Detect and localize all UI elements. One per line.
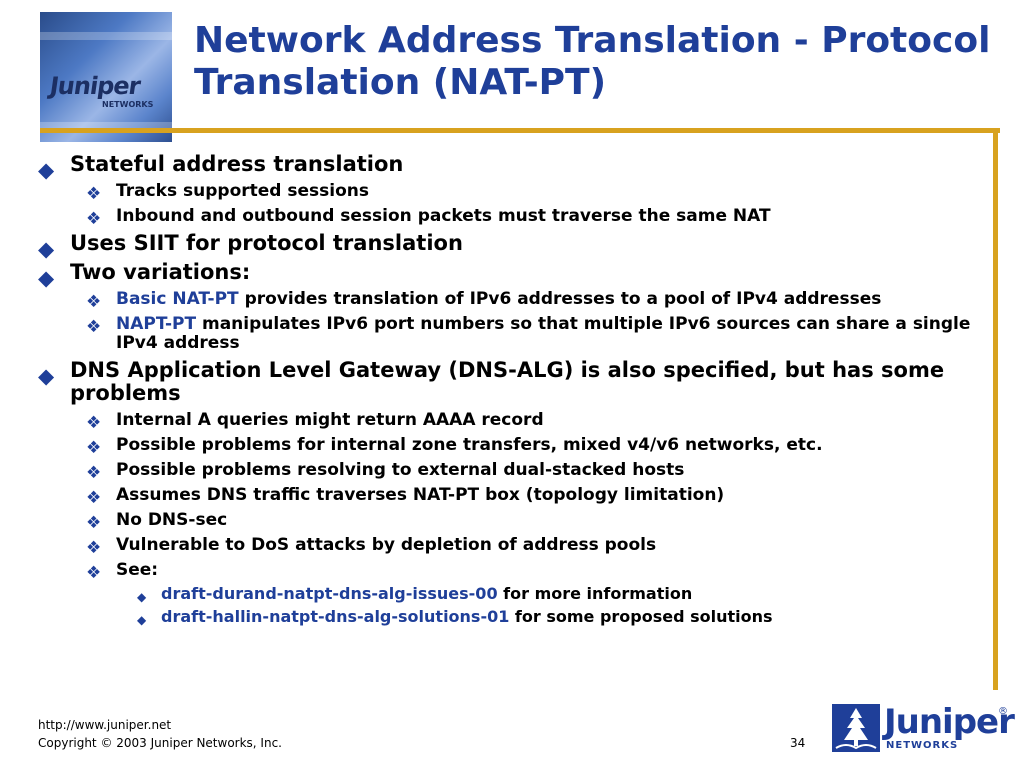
sub-bullet-item: ❖ Internal A queries might return AAAA r… <box>86 410 986 433</box>
diamond-bullet-icon: ◆ <box>38 266 55 290</box>
sub-bullet-text: Assumes DNS traffic traverses NAT-PT box… <box>116 485 725 505</box>
bullet-text: Uses SIIT for protocol translation <box>70 231 463 255</box>
diamond-bullet-icon: ◆ <box>38 364 55 388</box>
diamond-bullet-icon: ◆ <box>137 590 147 604</box>
sub-bullet-text: No DNS-sec <box>116 510 228 530</box>
sub-bullet-text: provides translation of IPv6 addresses t… <box>238 289 882 309</box>
sub-bullet-item: ❖ Possible problems for internal zone tr… <box>86 435 986 458</box>
sub-bullet-item: ❖ Inbound and outbound session packets m… <box>86 206 986 229</box>
sub-sub-bullet-text: for more information <box>497 584 693 603</box>
bullet-text: Two variations: <box>70 260 251 284</box>
sub-bullet-item: ❖ Assumes DNS traffic traverses NAT-PT b… <box>86 485 986 508</box>
page-number: 34 <box>790 736 806 750</box>
bullet-item: ◆ Uses SIIT for protocol translation <box>36 231 986 261</box>
sub-sub-bullet-item: ◆ draft-durand-natpt-dns-alg-issues-00 f… <box>137 584 986 605</box>
four-diamond-bullet-icon: ❖ <box>86 292 102 312</box>
four-diamond-bullet-icon: ❖ <box>86 488 102 508</box>
header-photo: Juniper NETWORKS <box>40 12 172 142</box>
draft-link[interactable]: draft-hallin-natpt-dns-alg-solutions-01 <box>161 607 510 626</box>
sub-bullet-text: Inbound and outbound session packets mus… <box>116 206 771 226</box>
diamond-bullet-icon: ◆ <box>38 237 55 261</box>
juniper-logo: Juniper ® NETWORKS <box>832 702 1015 752</box>
sub-bullet-item: ❖ Possible problems resolving to externa… <box>86 460 986 483</box>
photo-stripe <box>40 122 172 130</box>
bullet-item: ◆ DNS Application Level Gateway (DNS-ALG… <box>36 359 986 405</box>
sub-bullet-text: Tracks supported sessions <box>116 181 369 201</box>
photo-stripe <box>40 32 172 40</box>
sub-bullet-text: Vulnerable to DoS attacks by depletion o… <box>116 535 657 555</box>
four-diamond-bullet-icon: ❖ <box>86 209 102 229</box>
right-border-line <box>993 128 998 690</box>
bullet-item: ◆ Stateful address translation <box>36 152 986 182</box>
bullet-item: ◆ Two variations: <box>36 260 986 290</box>
sub-bullet-text: See: <box>116 560 159 580</box>
four-diamond-bullet-icon: ❖ <box>86 184 102 204</box>
highlight-term: NAPT-PT <box>116 314 197 334</box>
four-diamond-bullet-icon: ❖ <box>86 563 102 583</box>
draft-link[interactable]: draft-durand-natpt-dns-alg-issues-00 <box>161 584 498 603</box>
sub-bullet-text: manipulates IPv6 port numbers so that mu… <box>116 314 971 353</box>
sub-bullet-text: Possible problems resolving to external … <box>116 460 685 480</box>
four-diamond-bullet-icon: ❖ <box>86 317 102 337</box>
photo-brand-text: Juniper <box>48 72 142 100</box>
sub-sub-bullet-item: ◆ draft-hallin-natpt-dns-alg-solutions-0… <box>137 607 986 628</box>
footer-copyright: Copyright © 2003 Juniper Networks, Inc. <box>38 736 282 750</box>
footer-url-link[interactable]: http://www.juniper.net <box>38 718 172 732</box>
sub-bullet-item: ❖ Tracks supported sessions <box>86 181 986 204</box>
slide-content: ◆ Stateful address translation ❖ Tracks … <box>36 150 986 628</box>
bullet-text: Stateful address translation <box>70 152 404 176</box>
logo-wordmark: Juniper <box>884 702 1015 742</box>
logo-subtext: NETWORKS <box>886 740 959 751</box>
sub-bullet-item: ❖ See: <box>86 560 986 583</box>
four-diamond-bullet-icon: ❖ <box>86 513 102 533</box>
sub-sub-bullet-text: for some proposed solutions <box>509 607 773 626</box>
bullet-text: DNS Application Level Gateway (DNS-ALG) … <box>70 358 945 405</box>
diamond-bullet-icon: ◆ <box>38 158 55 182</box>
title-underline <box>40 128 1000 133</box>
sub-bullet-item: ❖ NAPT-PT manipulates IPv6 port numbers … <box>86 314 986 353</box>
photo-brand-subtext: NETWORKS <box>102 100 154 109</box>
sub-bullet-item: ❖ No DNS-sec <box>86 510 986 533</box>
four-diamond-bullet-icon: ❖ <box>86 413 102 433</box>
highlight-term: Basic NAT-PT <box>116 289 239 309</box>
slide-title: Network Address Translation - Protocol T… <box>194 20 991 103</box>
four-diamond-bullet-icon: ❖ <box>86 463 102 483</box>
diamond-bullet-icon: ◆ <box>137 613 147 627</box>
juniper-tree-icon <box>832 704 880 752</box>
sub-bullet-item: ❖ Basic NAT-PT provides translation of I… <box>86 289 986 312</box>
four-diamond-bullet-icon: ❖ <box>86 538 102 558</box>
registered-mark: ® <box>998 706 1008 717</box>
sub-bullet-text: Possible problems for internal zone tran… <box>116 435 823 455</box>
sub-bullet-item: ❖ Vulnerable to DoS attacks by depletion… <box>86 535 986 558</box>
sub-bullet-text: Internal A queries might return AAAA rec… <box>116 410 544 430</box>
four-diamond-bullet-icon: ❖ <box>86 438 102 458</box>
